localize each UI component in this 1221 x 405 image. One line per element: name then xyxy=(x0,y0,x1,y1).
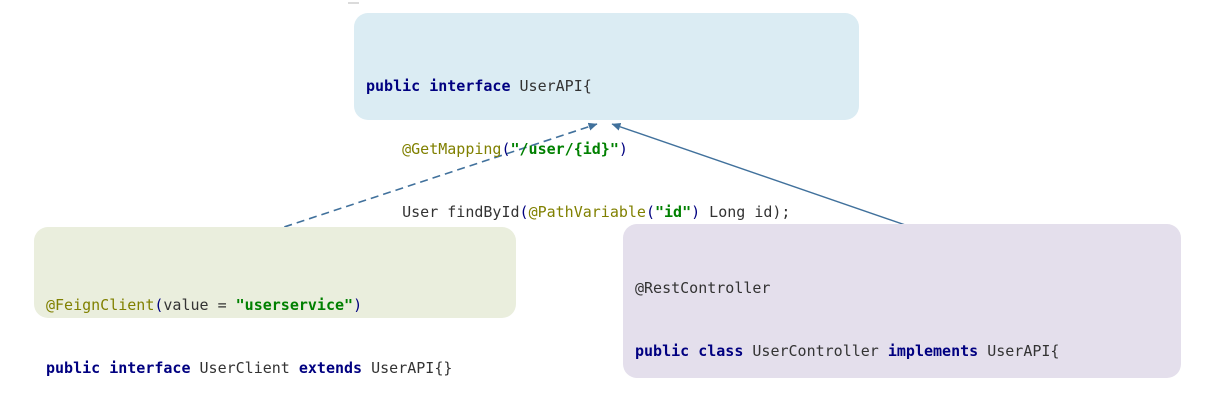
code-box-userclient[interactable]: @FeignClient(value = "userservice") publ… xyxy=(34,227,516,377)
code-token: UserAPI{ xyxy=(987,342,1060,360)
code-token: ( xyxy=(519,203,529,221)
code-token: User findById xyxy=(366,203,520,221)
code-token: "userservice" xyxy=(235,296,354,314)
code-token: "/user/{id}" xyxy=(510,140,619,158)
code-line: @GetMapping("/user/{id}") xyxy=(366,139,859,160)
code-token: UserClient xyxy=(199,359,299,377)
code-token: public interface xyxy=(366,77,520,95)
code-line: @RestController xyxy=(635,278,1181,299)
code-token: @GetMapping xyxy=(402,140,502,158)
code-line: User findById(@PathVariable("id") Long i… xyxy=(366,202,859,223)
code-token: ( xyxy=(501,140,511,158)
code-token: Long id); xyxy=(700,203,791,221)
code-token: extends xyxy=(298,359,372,377)
code-token: ) xyxy=(618,140,628,158)
code-token: UserAPI{ xyxy=(519,77,592,95)
code-token: implements xyxy=(887,342,988,360)
code-token: public interface xyxy=(46,359,200,377)
code-box-userapi[interactable]: public interface UserAPI{ @GetMapping("/… xyxy=(354,13,859,284)
stray-mark xyxy=(348,2,359,4)
code-token: @PathVariable xyxy=(528,203,646,221)
code-token: ( xyxy=(645,203,655,221)
code-token: public class xyxy=(635,342,753,360)
code-token: "id" xyxy=(655,203,692,221)
code-line: public interface UserClient extends User… xyxy=(46,358,516,379)
code-token: value = xyxy=(163,296,236,314)
code-line: @FeignClient(value = "userservice") xyxy=(46,295,516,316)
code-token: UserAPI{} xyxy=(371,359,453,377)
code-token: UserController xyxy=(752,342,888,360)
code-token: ) xyxy=(353,296,363,314)
code-token: ( xyxy=(154,296,164,314)
code-token: ) xyxy=(691,203,701,221)
code-line: public interface UserAPI{ xyxy=(366,76,859,97)
code-token: @RestController xyxy=(635,279,771,297)
code-box-usercontroller[interactable]: @RestController public class UserControl… xyxy=(623,224,1181,378)
code-line: public class UserController implements U… xyxy=(635,341,1181,362)
code-token: @FeignClient xyxy=(46,296,155,314)
code-token xyxy=(366,140,402,158)
